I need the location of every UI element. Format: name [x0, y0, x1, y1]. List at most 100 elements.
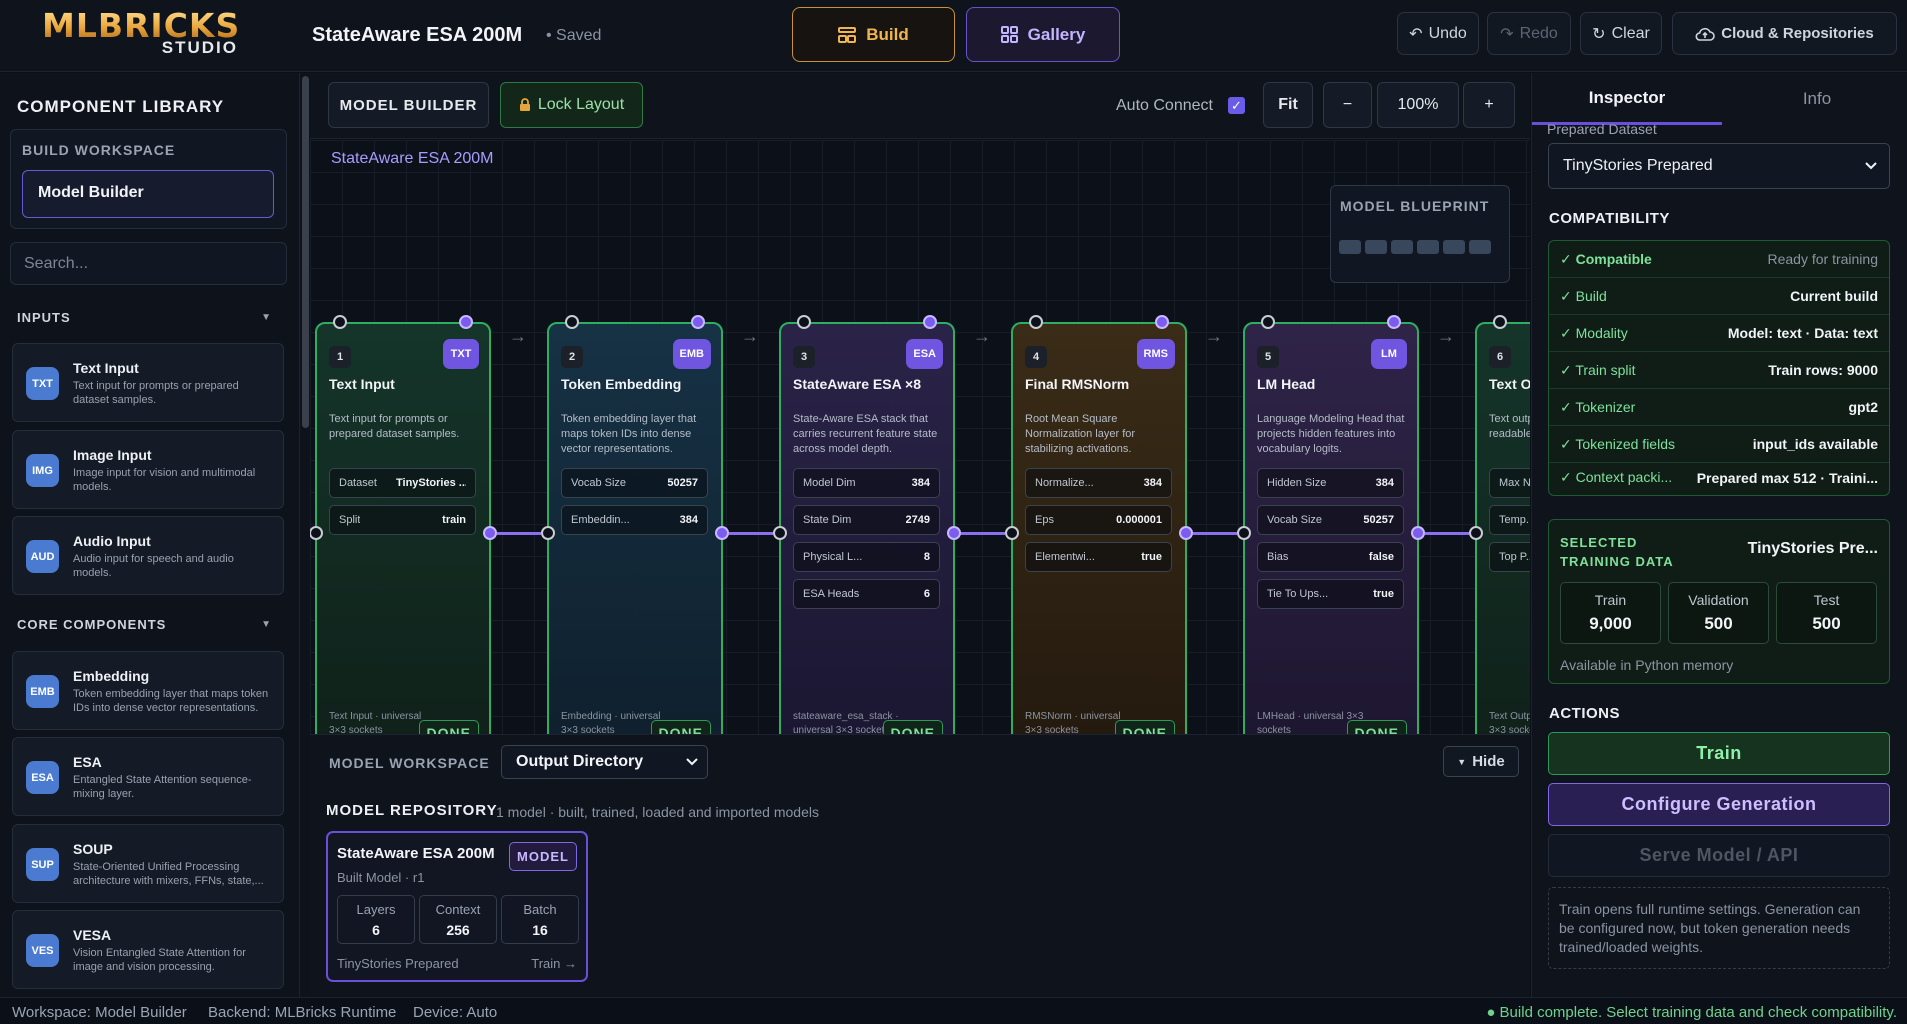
collapse-arrow-icon[interactable]: ▼ [261, 619, 271, 630]
zoom-out-button[interactable]: − [1323, 82, 1372, 128]
node-input-port[interactable] [1469, 526, 1483, 540]
node-input-port-top[interactable] [1261, 315, 1275, 329]
component-item-text-input[interactable]: TXT Text Input Text input for prompts or… [12, 343, 284, 422]
node-input-port-top[interactable] [1029, 315, 1043, 329]
component-search-input[interactable]: Search... [10, 242, 287, 285]
lock-icon [519, 98, 530, 111]
model-card-train-link[interactable]: Train → [531, 956, 577, 971]
property-key: ESA Heads [803, 588, 860, 600]
lock-layout-button[interactable]: Lock Layout [500, 82, 643, 128]
redo-button[interactable]: ↷Redo [1487, 12, 1571, 55]
zoom-in-button[interactable]: + [1463, 82, 1515, 128]
train-button[interactable]: Train [1548, 732, 1890, 775]
node-output-port[interactable] [1179, 526, 1193, 540]
component-item-soup[interactable]: SUP SOUP State-Oriented Unified Processi… [12, 824, 284, 903]
node-output-port[interactable] [715, 526, 729, 540]
model-builder-button[interactable]: MODEL BUILDER [328, 82, 489, 128]
node-output-port-top[interactable] [923, 315, 937, 329]
node-input-port-top[interactable] [565, 315, 579, 329]
component-item-embedding[interactable]: EMB Embedding Token embedding layer that… [12, 651, 284, 730]
section-inputs-header[interactable]: INPUTS [17, 310, 71, 325]
node-property-field[interactable]: Normalize...384 [1025, 468, 1172, 498]
node-input-port[interactable] [1237, 526, 1251, 540]
node-output-port-top[interactable] [1155, 315, 1169, 329]
model-blueprint-minimap[interactable]: MODEL BLUEPRINT [1330, 185, 1510, 283]
prepared-dataset-select[interactable]: TinyStories Prepared [1548, 143, 1890, 189]
node-input-port-top[interactable] [333, 315, 347, 329]
node-input-port[interactable] [310, 526, 323, 540]
canvas-title: StateAware ESA 200M [331, 150, 494, 167]
node-property-field[interactable]: Elementwi...true [1025, 542, 1172, 572]
node-output-port-top[interactable] [1387, 315, 1401, 329]
node-output-port[interactable] [1411, 526, 1425, 540]
node-input-port-top[interactable] [1493, 315, 1507, 329]
canvas-node-6[interactable]: 6TXTText OutputText output decoding logi… [1475, 322, 1530, 734]
node-input-port[interactable] [541, 526, 555, 540]
node-output-port[interactable] [947, 526, 961, 540]
node-property-field[interactable]: Tie To Ups...true [1257, 579, 1404, 609]
build-workspace-select[interactable]: Model Builder [22, 170, 274, 218]
cloud-repositories-button[interactable]: Cloud & Repositories [1672, 12, 1897, 55]
tab-inspector[interactable]: Inspector [1532, 73, 1722, 125]
node-input-port[interactable] [773, 526, 787, 540]
clear-button[interactable]: ↻Clear [1580, 12, 1662, 55]
node-property-field[interactable]: Top P...0.9 [1489, 542, 1530, 572]
node-property-field[interactable]: Max N...256 [1489, 468, 1530, 498]
gallery-button[interactable]: Gallery [966, 7, 1120, 62]
node-property-field[interactable]: Physical L...8 [793, 542, 940, 572]
sidebar-scrollbar-track[interactable] [300, 73, 310, 997]
component-item-image-input[interactable]: IMG Image Input Image input for vision a… [12, 430, 284, 509]
model-card[interactable]: StateAware ESA 200M Built Model · r1 MOD… [326, 831, 588, 982]
undo-button[interactable]: ↶Undo [1397, 12, 1479, 55]
hide-panel-button[interactable]: ▼Hide [1443, 746, 1519, 777]
sidebar-scrollbar-thumb[interactable] [302, 76, 309, 428]
node-property-field[interactable]: Embeddin...384 [561, 505, 708, 535]
node-description: Language Modeling Head that projects hid… [1257, 413, 1405, 455]
section-core-header[interactable]: CORE COMPONENTS [17, 617, 167, 632]
node-output-port[interactable] [483, 526, 497, 540]
build-button[interactable]: Build [792, 7, 955, 62]
connection-wire[interactable] [961, 532, 1005, 535]
redo-label: Redo [1519, 24, 1558, 42]
connection-wire[interactable] [1425, 532, 1469, 535]
serve-model-button[interactable]: Serve Model / API [1548, 834, 1890, 877]
property-value: 384 [1143, 477, 1162, 489]
node-output-port-top[interactable] [459, 315, 473, 329]
connection-wire[interactable] [497, 532, 541, 535]
property-key: State Dim [803, 514, 852, 526]
configure-generation-button[interactable]: Configure Generation [1548, 783, 1890, 826]
node-input-port-top[interactable] [797, 315, 811, 329]
component-item-vesa[interactable]: VES VESA Vision Entangled State Attentio… [12, 910, 284, 989]
property-key: Temp... [1499, 514, 1530, 526]
tab-info[interactable]: Info [1802, 89, 1832, 108]
node-property-field[interactable]: Temp...0.8 [1489, 505, 1530, 535]
collapse-arrow-icon[interactable]: ▼ [261, 312, 271, 323]
auto-connect-checkbox[interactable]: ✓ [1228, 97, 1245, 114]
node-output-port-top[interactable] [691, 315, 705, 329]
node-input-port[interactable] [1005, 526, 1019, 540]
connection-wire[interactable] [1193, 532, 1237, 535]
component-item-audio-input[interactable]: AUD Audio Input Audio input for speech a… [12, 516, 284, 595]
component-item-esa[interactable]: ESA ESA Entangled State Attention sequen… [12, 737, 284, 816]
fit-button[interactable]: Fit [1263, 82, 1313, 128]
connection-wire[interactable] [729, 532, 773, 535]
workspace-view-select[interactable]: Output Directory [501, 745, 708, 779]
document-title[interactable]: StateAware ESA 200M [312, 24, 523, 46]
